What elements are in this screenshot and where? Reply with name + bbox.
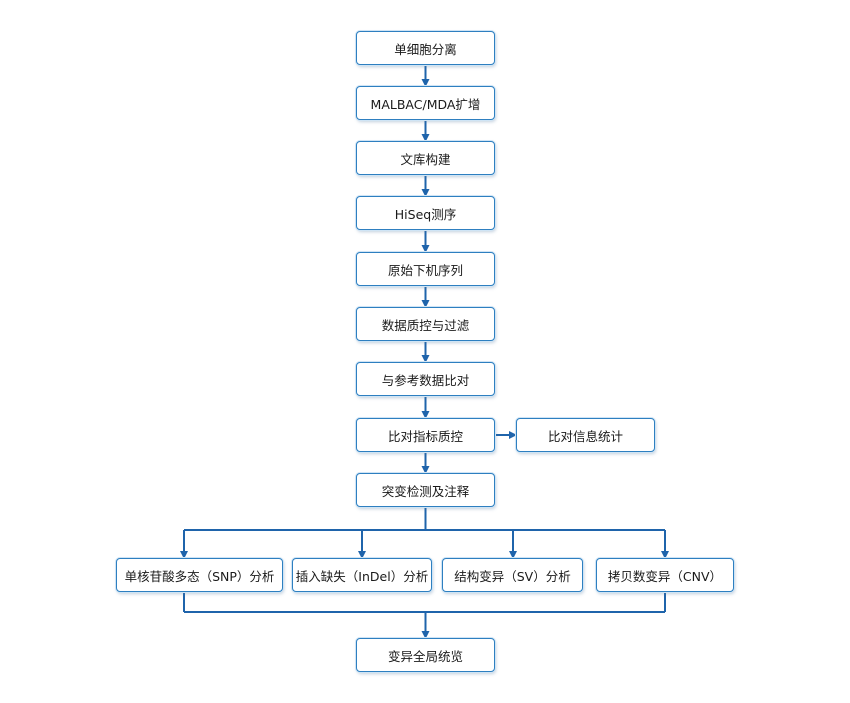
step-label: 拷贝数变异（CNV） [607,568,723,584]
step-label: MALBAC/MDA扩增 [370,96,481,112]
step-variant-detection: 突变检测及注释 [356,473,495,507]
step-label: 比对信息统计 [547,428,623,444]
step-overview: 变异全局统览 [356,638,495,672]
step-sequencing: HiSeq测序 [356,196,495,230]
step-cnv: 拷贝数变异（CNV） [596,558,734,592]
step-indel: 插入缺失（InDel）分析 [292,558,432,592]
step-label: HiSeq测序 [394,206,457,222]
step-library-construction: 文库构建 [356,141,495,175]
step-qc-filter: 数据质控与过滤 [356,307,495,341]
step-label: 结构变异（SV）分析 [454,568,571,584]
step-label: 单核苷酸多态（SNP）分析 [124,568,275,584]
step-label: 变异全局统览 [387,648,463,664]
step-label: 原始下机序列 [387,262,463,278]
step-alignment: 与参考数据比对 [356,362,495,396]
step-sv: 结构变异（SV）分析 [442,558,583,592]
step-label: 文库构建 [400,151,451,167]
step-snp: 单核苷酸多态（SNP）分析 [116,558,283,592]
step-label: 突变检测及注释 [381,483,470,499]
step-label: 比对指标质控 [387,428,463,444]
step-label: 数据质控与过滤 [381,317,470,333]
step-alignment-stats: 比对信息统计 [516,418,655,452]
step-raw-reads: 原始下机序列 [356,252,495,286]
step-label: 单细胞分离 [394,41,457,57]
step-amplification: MALBAC/MDA扩增 [356,86,495,120]
step-alignment-qc: 比对指标质控 [356,418,495,452]
step-label: 与参考数据比对 [381,372,470,388]
step-label: 插入缺失（InDel）分析 [295,568,429,584]
step-single-cell-isolation: 单细胞分离 [356,31,495,65]
